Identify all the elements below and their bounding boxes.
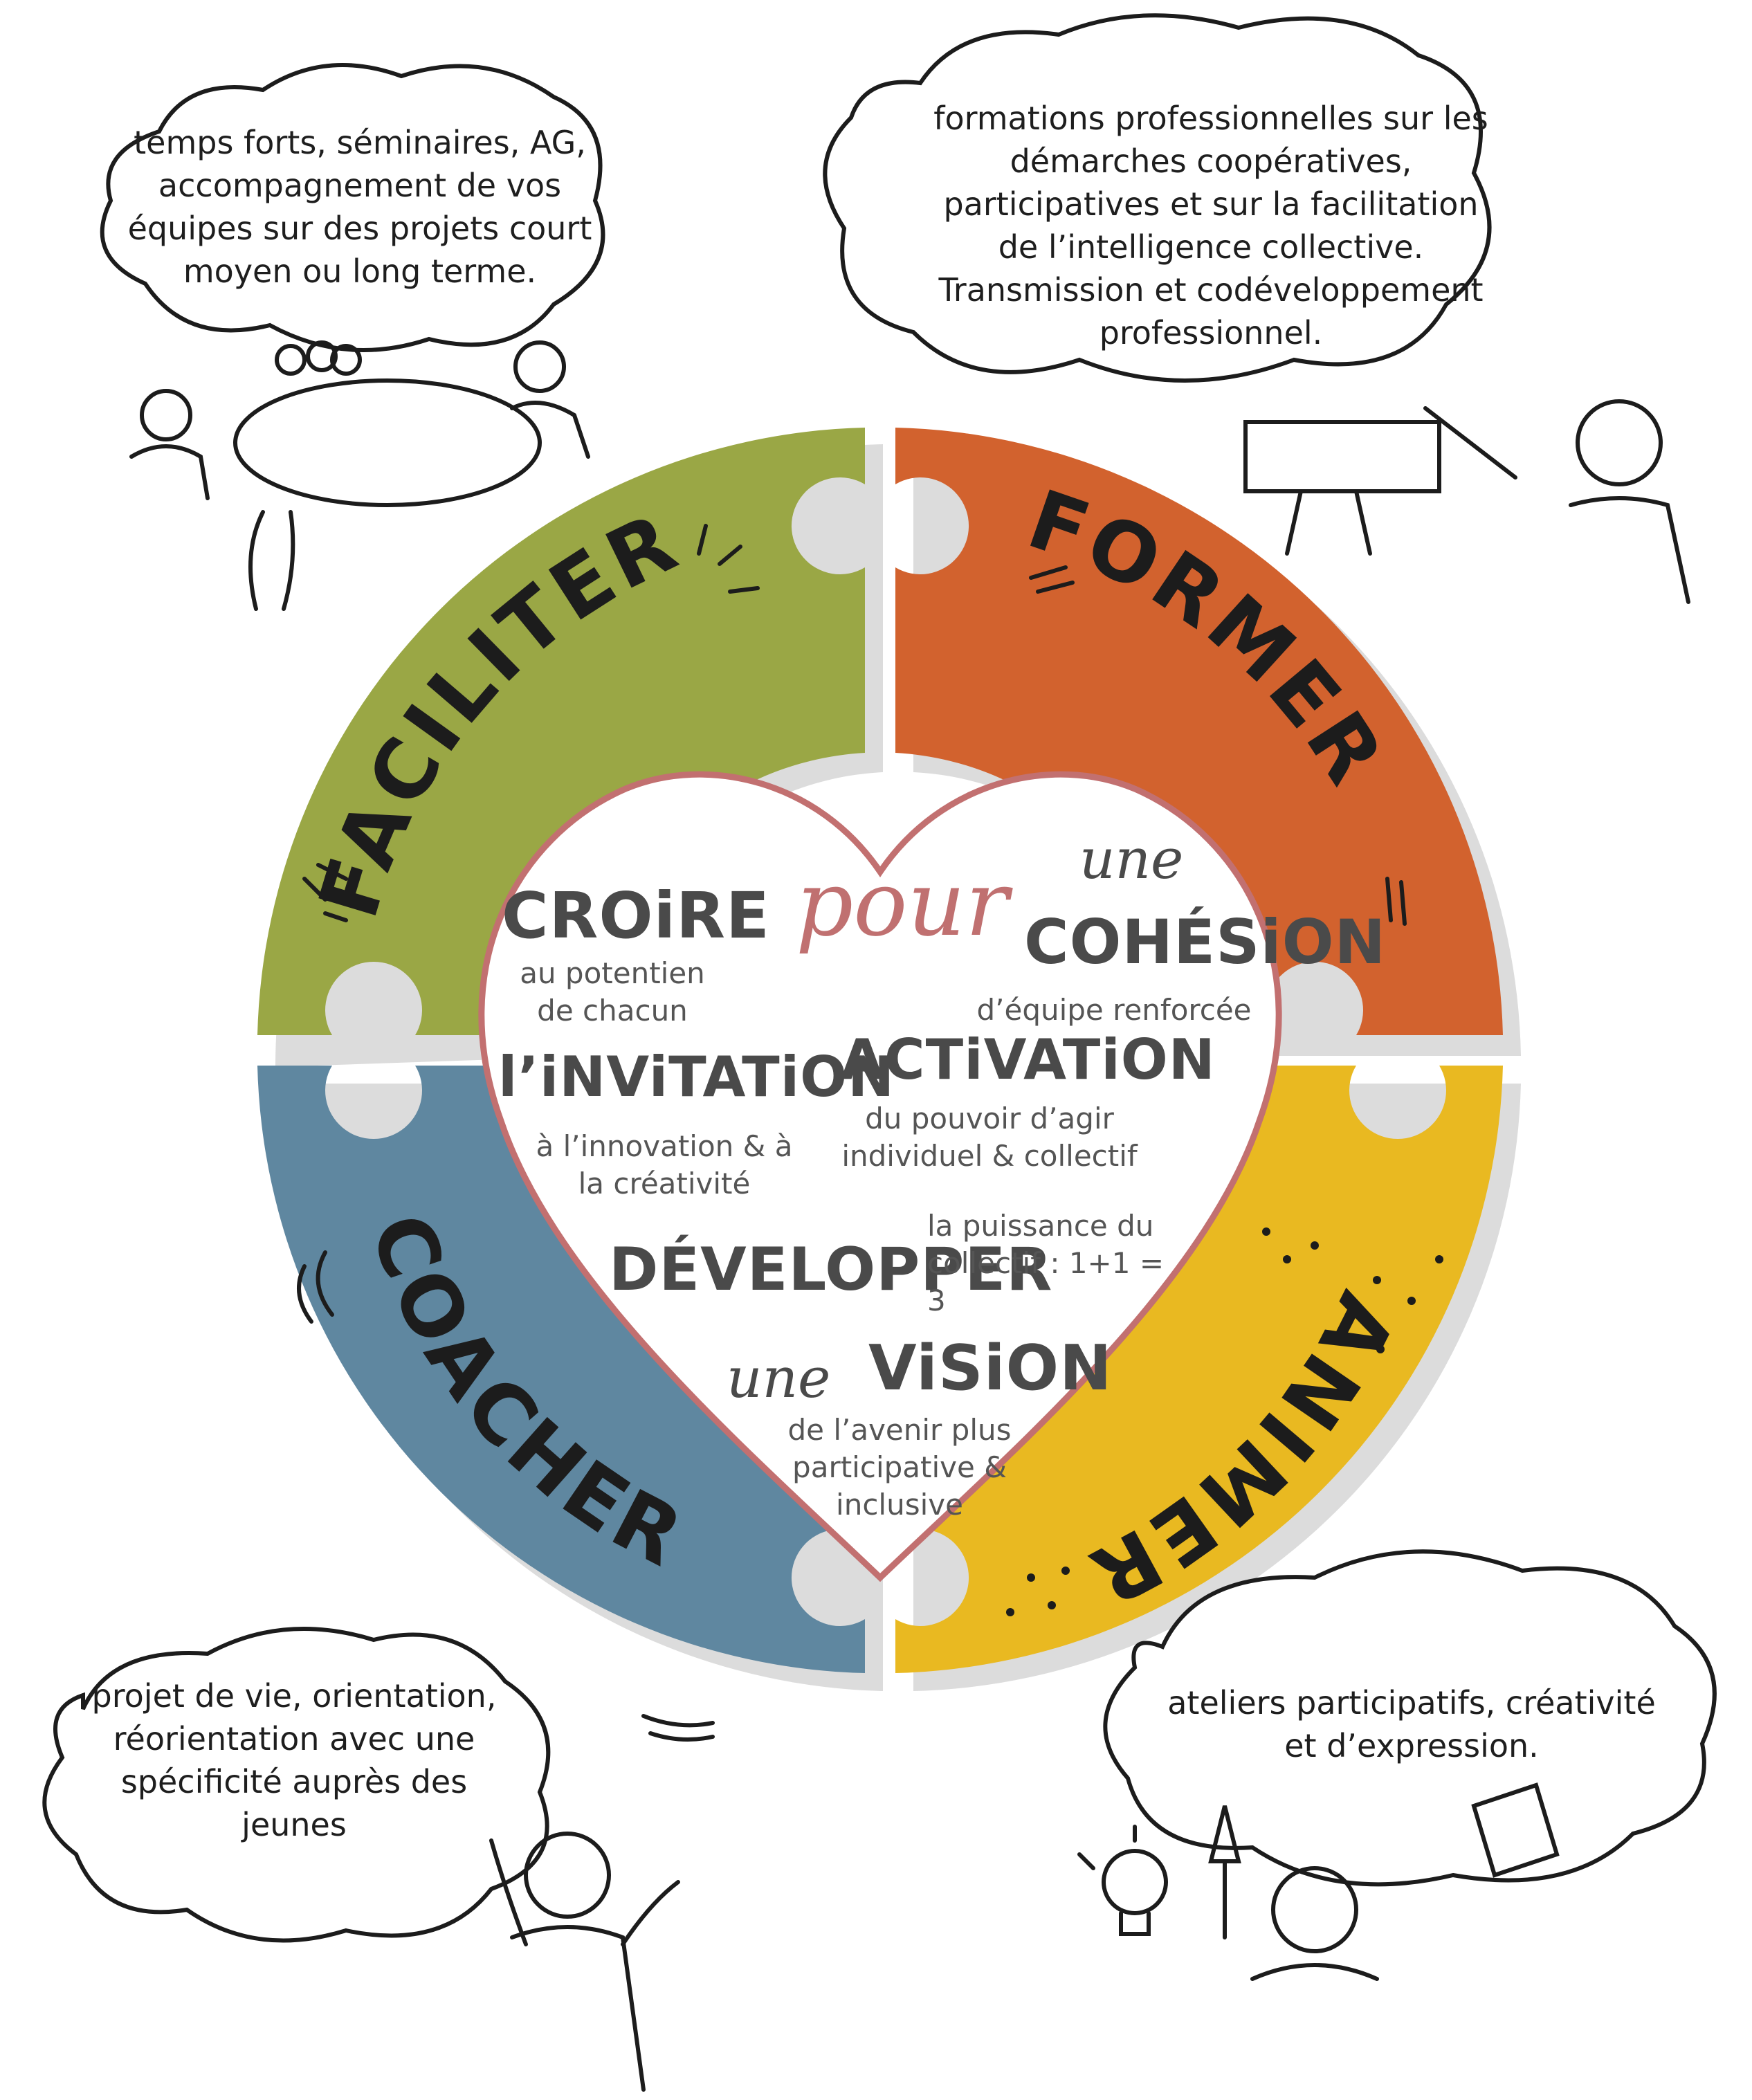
former-bubble-text: formations professionnelles sur les déma… <box>933 100 1488 351</box>
activation-title: ACTiVATiON <box>841 1028 1216 1092</box>
animer-dots <box>1006 1227 1443 1616</box>
faciliter-bubble <box>100 63 605 352</box>
invitation-title: l’iNViTATiON <box>498 1045 895 1109</box>
faciliter-bubble-text: temps forts, séminaires, AG, accompagnem… <box>127 124 592 290</box>
presenter-board-icon <box>1243 399 1690 604</box>
cohesion-title: COHÉSiON <box>1024 906 1387 978</box>
bubbles <box>42 13 1717 1943</box>
coach-person-icon <box>489 1832 680 2092</box>
cohesion-sub: d’équipe renforcée <box>976 993 1252 1027</box>
faciliter-quadrant <box>257 428 865 1035</box>
former-bubble <box>823 13 1492 383</box>
paper-icon <box>1250 1782 1560 1981</box>
developper-title: DÉVELOPPER <box>609 1235 1053 1304</box>
lightbulb-icon <box>1077 1825 1168 1936</box>
vision-une: une <box>727 1346 831 1410</box>
croire-title: CROiRE <box>502 879 770 953</box>
illustrations <box>129 340 1690 2092</box>
animer-bubble-text: ateliers participatifs, créativité et d’… <box>1167 1684 1656 1764</box>
vision-sub: de l’avenir plus participative & inclusi… <box>787 1413 1012 1522</box>
cohesion-une: une <box>1079 827 1184 891</box>
decorative-strokes <box>297 524 1407 1742</box>
coacher-bubble-text: projet de vie, orientation, réorientatio… <box>91 1677 497 1843</box>
coacher-bubble <box>42 1627 551 1943</box>
coacher-quadrant <box>257 1066 865 1673</box>
pencil-icon <box>1208 1805 1241 1939</box>
former-quadrant <box>895 428 1503 1035</box>
activation-sub: du pouvoir d’agir individuel & collectif <box>841 1102 1138 1173</box>
invitation-sub: à l’innovation & à la créativité <box>536 1129 793 1200</box>
vision-title: ViSiON <box>868 1332 1113 1405</box>
animer-quadrant <box>895 1066 1503 1673</box>
developper-sub: la puissance du collectif : 1+1 = 3 <box>927 1209 1165 1317</box>
heart-shape <box>478 771 1282 1582</box>
croire-sub: au potentien de chacun <box>520 956 705 1028</box>
pour-text: pour <box>796 851 1009 956</box>
animer-bubble <box>1103 1549 1717 1887</box>
meeting-table-icon <box>129 340 590 611</box>
